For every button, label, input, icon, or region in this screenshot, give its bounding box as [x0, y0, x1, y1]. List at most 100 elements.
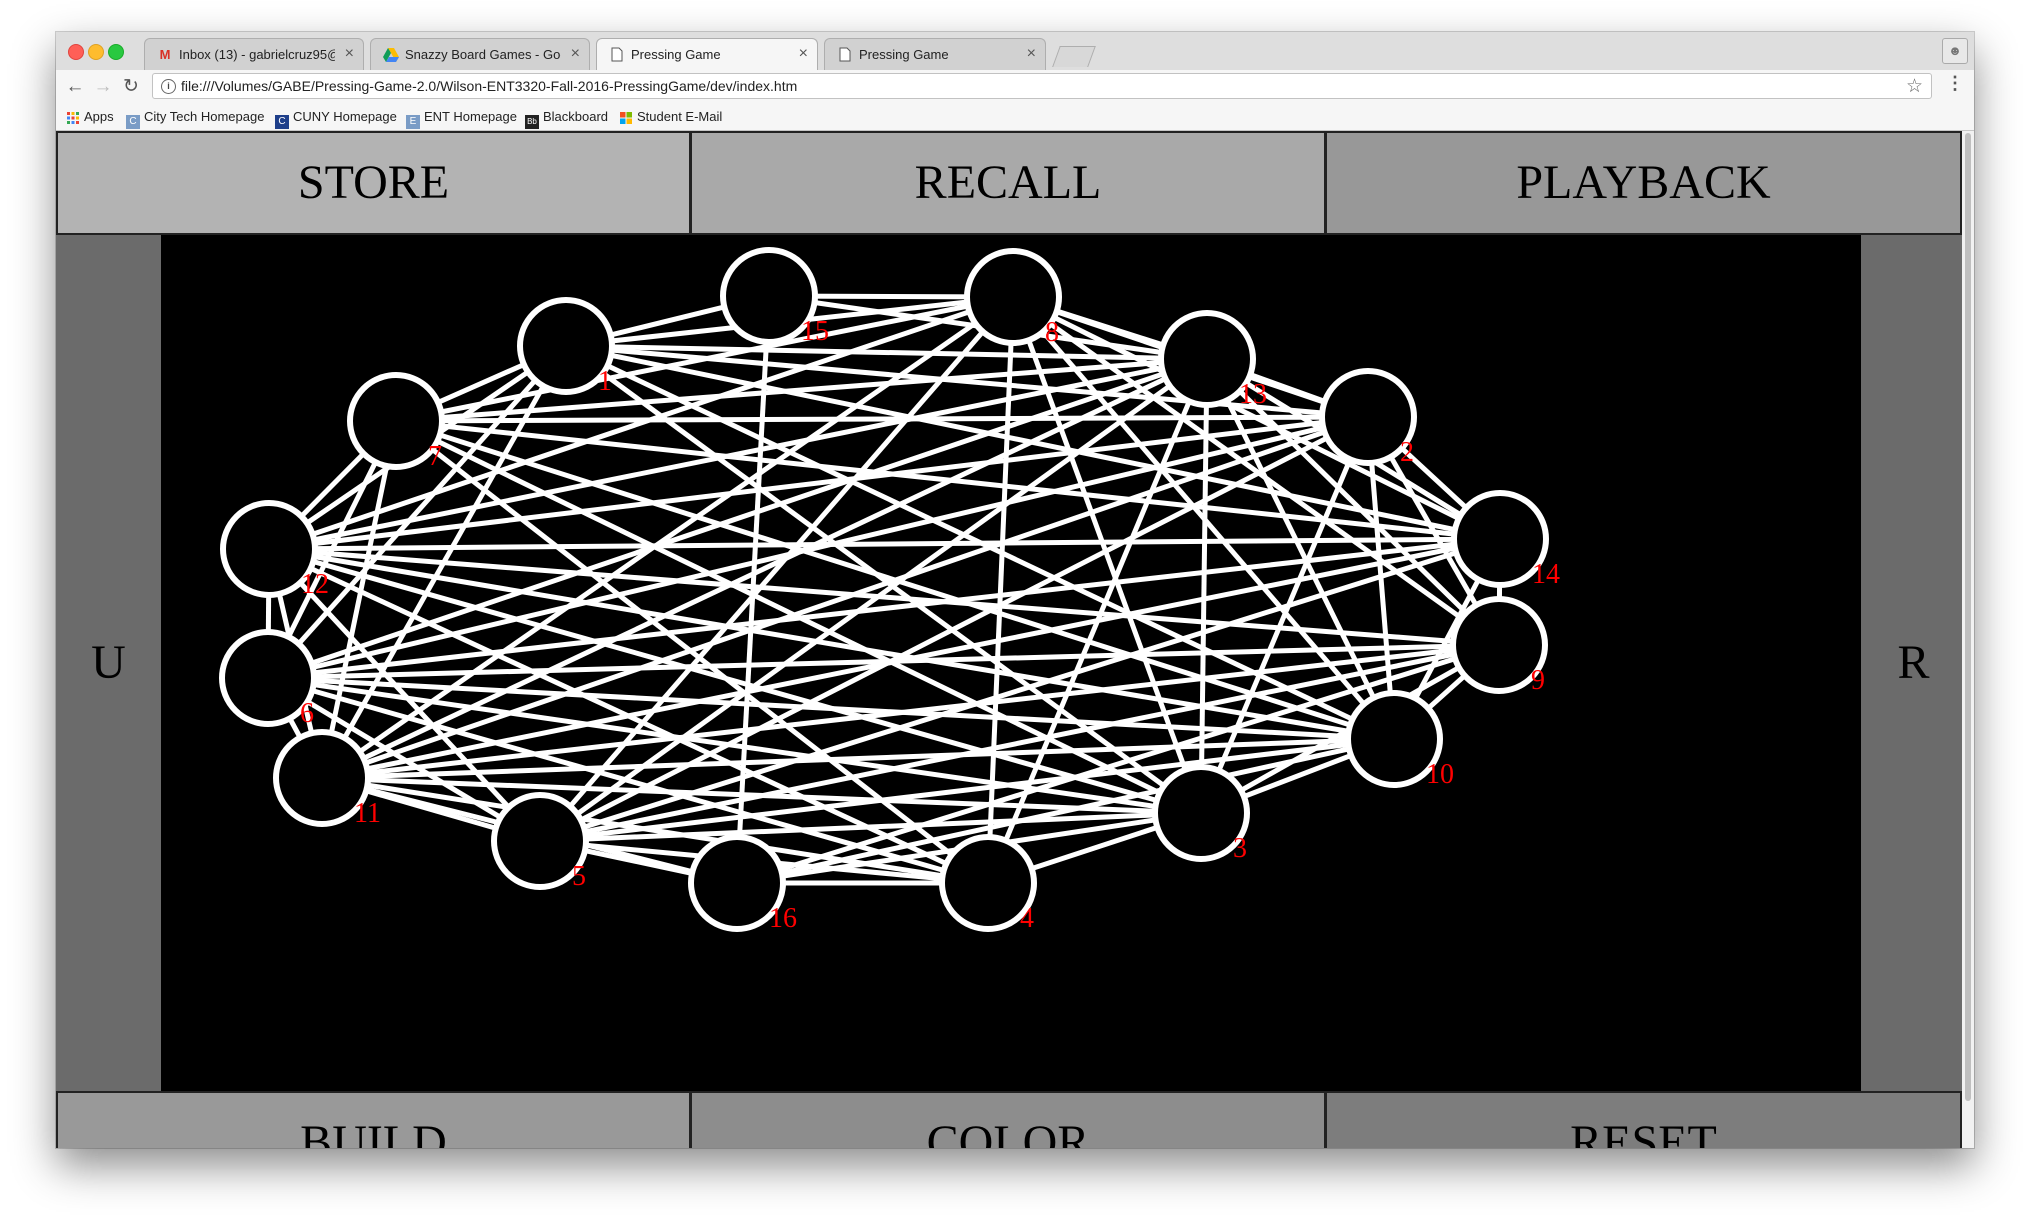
edge-13-9 [1205, 357, 1501, 647]
browser-toolbar: ← → ↻ i file:///Volumes/GABE/Pressing-Ga… [56, 70, 1974, 104]
bookmark-student-email[interactable]: Student E-Mail [619, 109, 722, 126]
node-label-12: 12 [301, 569, 329, 600]
node-11[interactable] [273, 729, 371, 827]
bookmark-cuny[interactable]: C CUNY Homepage [275, 109, 397, 129]
gmail-icon: M [159, 47, 171, 62]
bookmark-label: CUNY Homepage [293, 109, 397, 124]
window-close-button[interactable] [68, 44, 84, 60]
node-7[interactable] [347, 372, 445, 470]
close-icon[interactable]: × [344, 45, 354, 62]
close-icon[interactable]: × [798, 45, 808, 62]
node-1[interactable] [517, 297, 615, 395]
node-9[interactable] [1450, 596, 1548, 694]
node-label-10: 10 [1426, 759, 1454, 790]
edges-layer [265, 293, 1503, 886]
node-14[interactable] [1451, 490, 1549, 588]
reset-button[interactable]: RESET [1325, 1091, 1962, 1148]
edge-8-5 [538, 295, 1015, 843]
node-10[interactable] [1345, 690, 1443, 788]
right-arrow-button[interactable]: R [1861, 235, 1966, 1091]
bookmark-apps[interactable]: Apps [66, 109, 114, 126]
build-button[interactable]: BUILD [56, 1091, 691, 1148]
microsoft-icon [619, 112, 633, 126]
edge-13-7 [395, 356, 1208, 424]
edge-5-12 [267, 547, 542, 843]
tab-inbox[interactable]: M Inbox (13) - gabrielcruz95@gm × [144, 38, 364, 70]
scrollbar-thumb[interactable] [1965, 133, 1971, 1101]
google-drive-icon [383, 47, 399, 63]
node-3[interactable] [1152, 764, 1250, 862]
bookmark-label: Student E-Mail [637, 109, 723, 124]
playback-button[interactable]: PLAYBACK [1325, 131, 1962, 235]
edge-3-7 [394, 418, 1203, 816]
color-button[interactable]: COLOR [690, 1091, 1326, 1148]
ent-icon: E [406, 115, 420, 129]
edge-14-12 [268, 536, 1501, 552]
edge-14-6 [267, 536, 1501, 681]
edge-11-7 [319, 420, 399, 779]
bookmark-label: Apps [84, 109, 114, 124]
node-15[interactable] [720, 247, 818, 345]
info-icon[interactable]: i [161, 79, 176, 94]
left-arrow-button[interactable]: U [56, 235, 161, 1091]
node-label-13: 13 [1239, 379, 1267, 410]
tab-strip: M Inbox (13) - gabrielcruz95@gm × Snazzy… [56, 32, 1974, 71]
browser-window: M Inbox (13) - gabrielcruz95@gm × Snazzy… [56, 32, 1974, 1148]
node-label-14: 14 [1532, 559, 1560, 590]
store-button[interactable]: STORE [56, 131, 691, 235]
close-icon[interactable]: × [570, 45, 580, 62]
node-label-8: 8 [1045, 317, 1059, 348]
window-minimize-button[interactable] [88, 44, 104, 60]
node-4[interactable] [939, 834, 1037, 932]
edge-14-7 [395, 418, 1501, 542]
node-label-16: 16 [769, 903, 797, 934]
citytech-icon: C [126, 115, 140, 129]
edge-2-12 [268, 414, 1369, 552]
node-12[interactable] [220, 500, 318, 598]
tab-pressing-game[interactable]: Pressing Game × [824, 38, 1046, 70]
node-8[interactable] [964, 248, 1062, 346]
node-13[interactable] [1158, 310, 1256, 408]
profile-icon[interactable]: ☻ [1942, 38, 1968, 64]
new-tab-button[interactable] [1052, 46, 1096, 67]
reload-icon[interactable]: ↻ [123, 76, 139, 97]
edge-9-6 [267, 642, 1500, 681]
cuny-icon: C [275, 115, 289, 129]
page-icon [837, 47, 853, 63]
bookmark-star-icon[interactable]: ☆ [1905, 76, 1923, 97]
edge-4-7 [394, 419, 990, 885]
back-arrow-icon[interactable]: ← [65, 76, 85, 97]
kebab-menu-icon[interactable]: ⋮ [1946, 73, 1964, 93]
node-2[interactable] [1319, 368, 1417, 466]
vertical-scrollbar[interactable] [1962, 131, 1974, 1148]
edge-1-3 [564, 343, 1203, 816]
edge-4-6 [267, 675, 989, 886]
tab-title: Inbox (13) - gabrielcruz95@gm [179, 47, 335, 62]
edge-13-12 [268, 356, 1208, 552]
edge-8-11 [320, 294, 1015, 781]
node-label-7: 7 [428, 441, 442, 472]
tab-snazzy-board-games[interactable]: Snazzy Board Games - Google × [370, 38, 590, 70]
apps-grid-icon [66, 112, 80, 126]
node-label-9: 9 [1531, 665, 1545, 696]
edge-5-6 [266, 675, 542, 844]
address-bar[interactable]: i file:///Volumes/GABE/Pressing-Game-2.0… [152, 73, 1932, 99]
forward-arrow-icon[interactable]: → [93, 76, 113, 97]
edge-9-16 [736, 642, 1500, 886]
window-maximize-button[interactable] [108, 44, 124, 60]
node-6[interactable] [219, 629, 317, 727]
node-label-6: 6 [300, 698, 314, 729]
tab-pressing-game-active[interactable]: Pressing Game × [596, 38, 818, 70]
recall-button[interactable]: RECALL [690, 131, 1326, 235]
close-icon[interactable]: × [1026, 45, 1036, 62]
node-16[interactable] [688, 834, 786, 932]
node-5[interactable] [491, 792, 589, 890]
